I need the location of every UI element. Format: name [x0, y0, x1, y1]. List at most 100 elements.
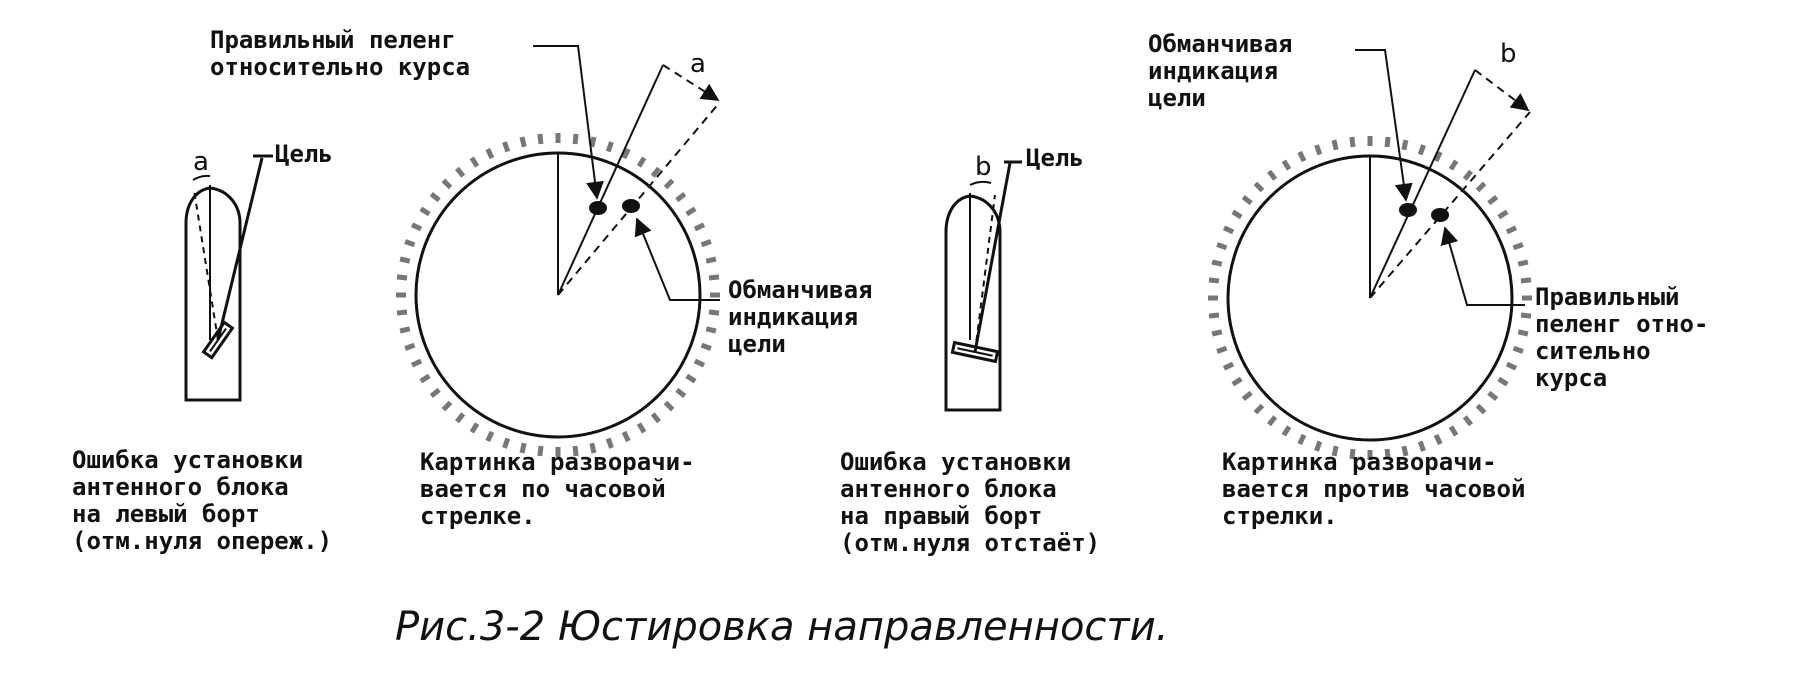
- left-scope-bezel-tick: [485, 430, 495, 443]
- right-scope-bezel-tick: [1497, 376, 1509, 387]
- left-scope-bezel-tick: [589, 136, 597, 148]
- right-scope-bezel-tick: [1512, 242, 1524, 251]
- right-scope-bezel-tick: [1497, 209, 1509, 220]
- right-scope-bezel-tick: [1475, 403, 1487, 415]
- left-scope-bezel-tick: [621, 430, 631, 443]
- left-scope-bezel-tick: [705, 256, 717, 264]
- left-scope-false-echo: [622, 199, 640, 213]
- right-scope-false-bearing-line: [1369, 69, 1476, 299]
- left-scope-bezel-tick: [572, 133, 579, 145]
- right-scope-bezel-tick: [1417, 144, 1426, 156]
- right-scope-bezel-tick: [1505, 361, 1518, 371]
- left-scope-bezel-tick: [399, 326, 411, 334]
- left-scope-bezel-tick: [685, 206, 697, 217]
- right-scope-bezel-tick: [1297, 150, 1307, 163]
- right-scope-bezel-tick: [1331, 139, 1339, 151]
- right-ship-angle-arc: [969, 180, 992, 186]
- left-scope-bezel-tick: [455, 166, 466, 178]
- left-scope-bezel-tick: [419, 373, 431, 384]
- right-scope-false-callout-leader: [1355, 49, 1413, 202]
- right-scope-bezel-tick: [1520, 312, 1532, 319]
- left-scope-false-callout-leader: [634, 217, 720, 301]
- left-ship-angle-letter: a: [193, 147, 209, 177]
- right-scope-bezel-tick: [1267, 415, 1278, 427]
- left-scope-bezel-tick: [605, 437, 614, 449]
- right-ship-caption: Ошибка установки антенного блока на прав…: [840, 448, 1100, 557]
- right-scope-bezel-tick: [1487, 195, 1499, 206]
- left-scope-bezel-tick: [605, 141, 614, 153]
- right-scope-bezel-tick: [1231, 376, 1243, 387]
- right-scope-bezel-tick: [1314, 440, 1323, 452]
- right-scope-bezel-tick: [1475, 181, 1487, 193]
- left-scope-bezel-tick: [519, 442, 527, 454]
- left-scope-bezel-tick: [700, 239, 712, 248]
- right-ship-hull: [944, 194, 1002, 412]
- left-scope-bezel-tick: [675, 192, 687, 203]
- right-scope-angle-letter: b: [1500, 39, 1517, 69]
- right-scope-bezel-tick: [1487, 390, 1499, 401]
- right-scope-bezel-tick: [1433, 150, 1443, 163]
- left-ship-hull: [184, 186, 242, 402]
- left-ship-panel: a Цель Ошибка установки антенного блока …: [72, 140, 333, 555]
- left-scope-bezel-tick: [502, 141, 511, 153]
- right-scope-bezel-tick: [1208, 312, 1220, 319]
- right-scope-bezel-tick: [1241, 195, 1253, 206]
- right-scope-bezel-tick: [1216, 242, 1228, 251]
- left-scope-bezel-tick: [396, 274, 408, 281]
- right-scope-bezel-tick: [1417, 440, 1426, 452]
- right-scope-bezel-tick: [1512, 345, 1524, 354]
- right-scope-bezel-tick: [1462, 415, 1473, 427]
- left-scope-bezel-tick: [693, 222, 706, 232]
- left-scope-bezel-tick: [675, 387, 687, 398]
- left-scope-bezel-tick: [537, 445, 544, 457]
- right-scope-bezel-tick: [1462, 169, 1473, 181]
- left-scope-bezel-tick: [469, 422, 480, 434]
- left-scope-bezel-tick: [537, 133, 544, 145]
- left-scope-bezel-tick: [572, 445, 579, 457]
- right-scope-bezel-tick: [1349, 136, 1356, 148]
- left-scope-bezel-tick: [404, 342, 416, 351]
- left-scope-bezel-tick: [705, 326, 717, 334]
- right-scope-bezel-tick: [1231, 209, 1243, 220]
- left-scope-bezel-tick: [399, 256, 411, 264]
- left-ship-caption: Ошибка установки антенного блока на левы…: [72, 446, 332, 555]
- right-scope-bezel-tick: [1281, 425, 1292, 437]
- left-scope-true-bearing-line: [557, 64, 664, 296]
- left-scope-bezel-tick: [693, 358, 706, 368]
- left-scope-bezel-tick: [410, 358, 423, 368]
- left-ship-target-line: [216, 157, 264, 341]
- right-ship-panel: b Цель Ошибка установки антенного блока …: [840, 144, 1100, 557]
- right-scope-bezel-tick: [1517, 259, 1529, 267]
- left-ship-antenna-icon: [201, 320, 235, 360]
- right-scope-bezel-tick: [1241, 390, 1253, 401]
- right-ship-angle-letter: b: [975, 152, 992, 182]
- left-scope-bezel-tick: [419, 206, 431, 217]
- left-scope-bezel-tick: [685, 373, 697, 384]
- right-scope-bezel-tick: [1314, 144, 1323, 156]
- left-scope-bezel-tick: [429, 387, 441, 398]
- left-scope-bezel-tick: [650, 166, 661, 178]
- left-scope-bezel-tick: [519, 136, 527, 148]
- right-scope-bezel-tick: [1208, 277, 1220, 284]
- left-scope-bezel-tick: [650, 412, 661, 424]
- left-scope-bezel-tick: [636, 156, 647, 168]
- right-scope-bezel-tick: [1448, 159, 1459, 171]
- left-scope-bezel-tick: [429, 192, 441, 203]
- right-scope-bezel-tick: [1211, 259, 1223, 267]
- left-scope-panel: a Правильный пеленг относительно курса О…: [210, 26, 873, 530]
- right-scope-bezel-tick: [1253, 181, 1265, 193]
- right-scope-bezel-tick: [1331, 445, 1339, 457]
- right-ship-target-line: [973, 162, 1012, 353]
- right-scope-bezel-tick: [1216, 345, 1228, 354]
- figure-title: Рис.3-2 Юстировка направленности.: [395, 604, 1168, 650]
- left-ship-angle-arc: [192, 174, 211, 181]
- right-scope-bezel-tick: [1384, 448, 1391, 460]
- left-scope-bezel-tick: [441, 178, 453, 190]
- right-scope-bezel-tick: [1401, 445, 1409, 457]
- left-scope-bezel-tick: [663, 178, 675, 190]
- left-scope-angle-arrow: [662, 64, 720, 101]
- left-scope-bezel-tick: [636, 422, 647, 434]
- left-scope-bezel-tick: [404, 239, 416, 248]
- right-scope-bezel-tick: [1349, 448, 1356, 460]
